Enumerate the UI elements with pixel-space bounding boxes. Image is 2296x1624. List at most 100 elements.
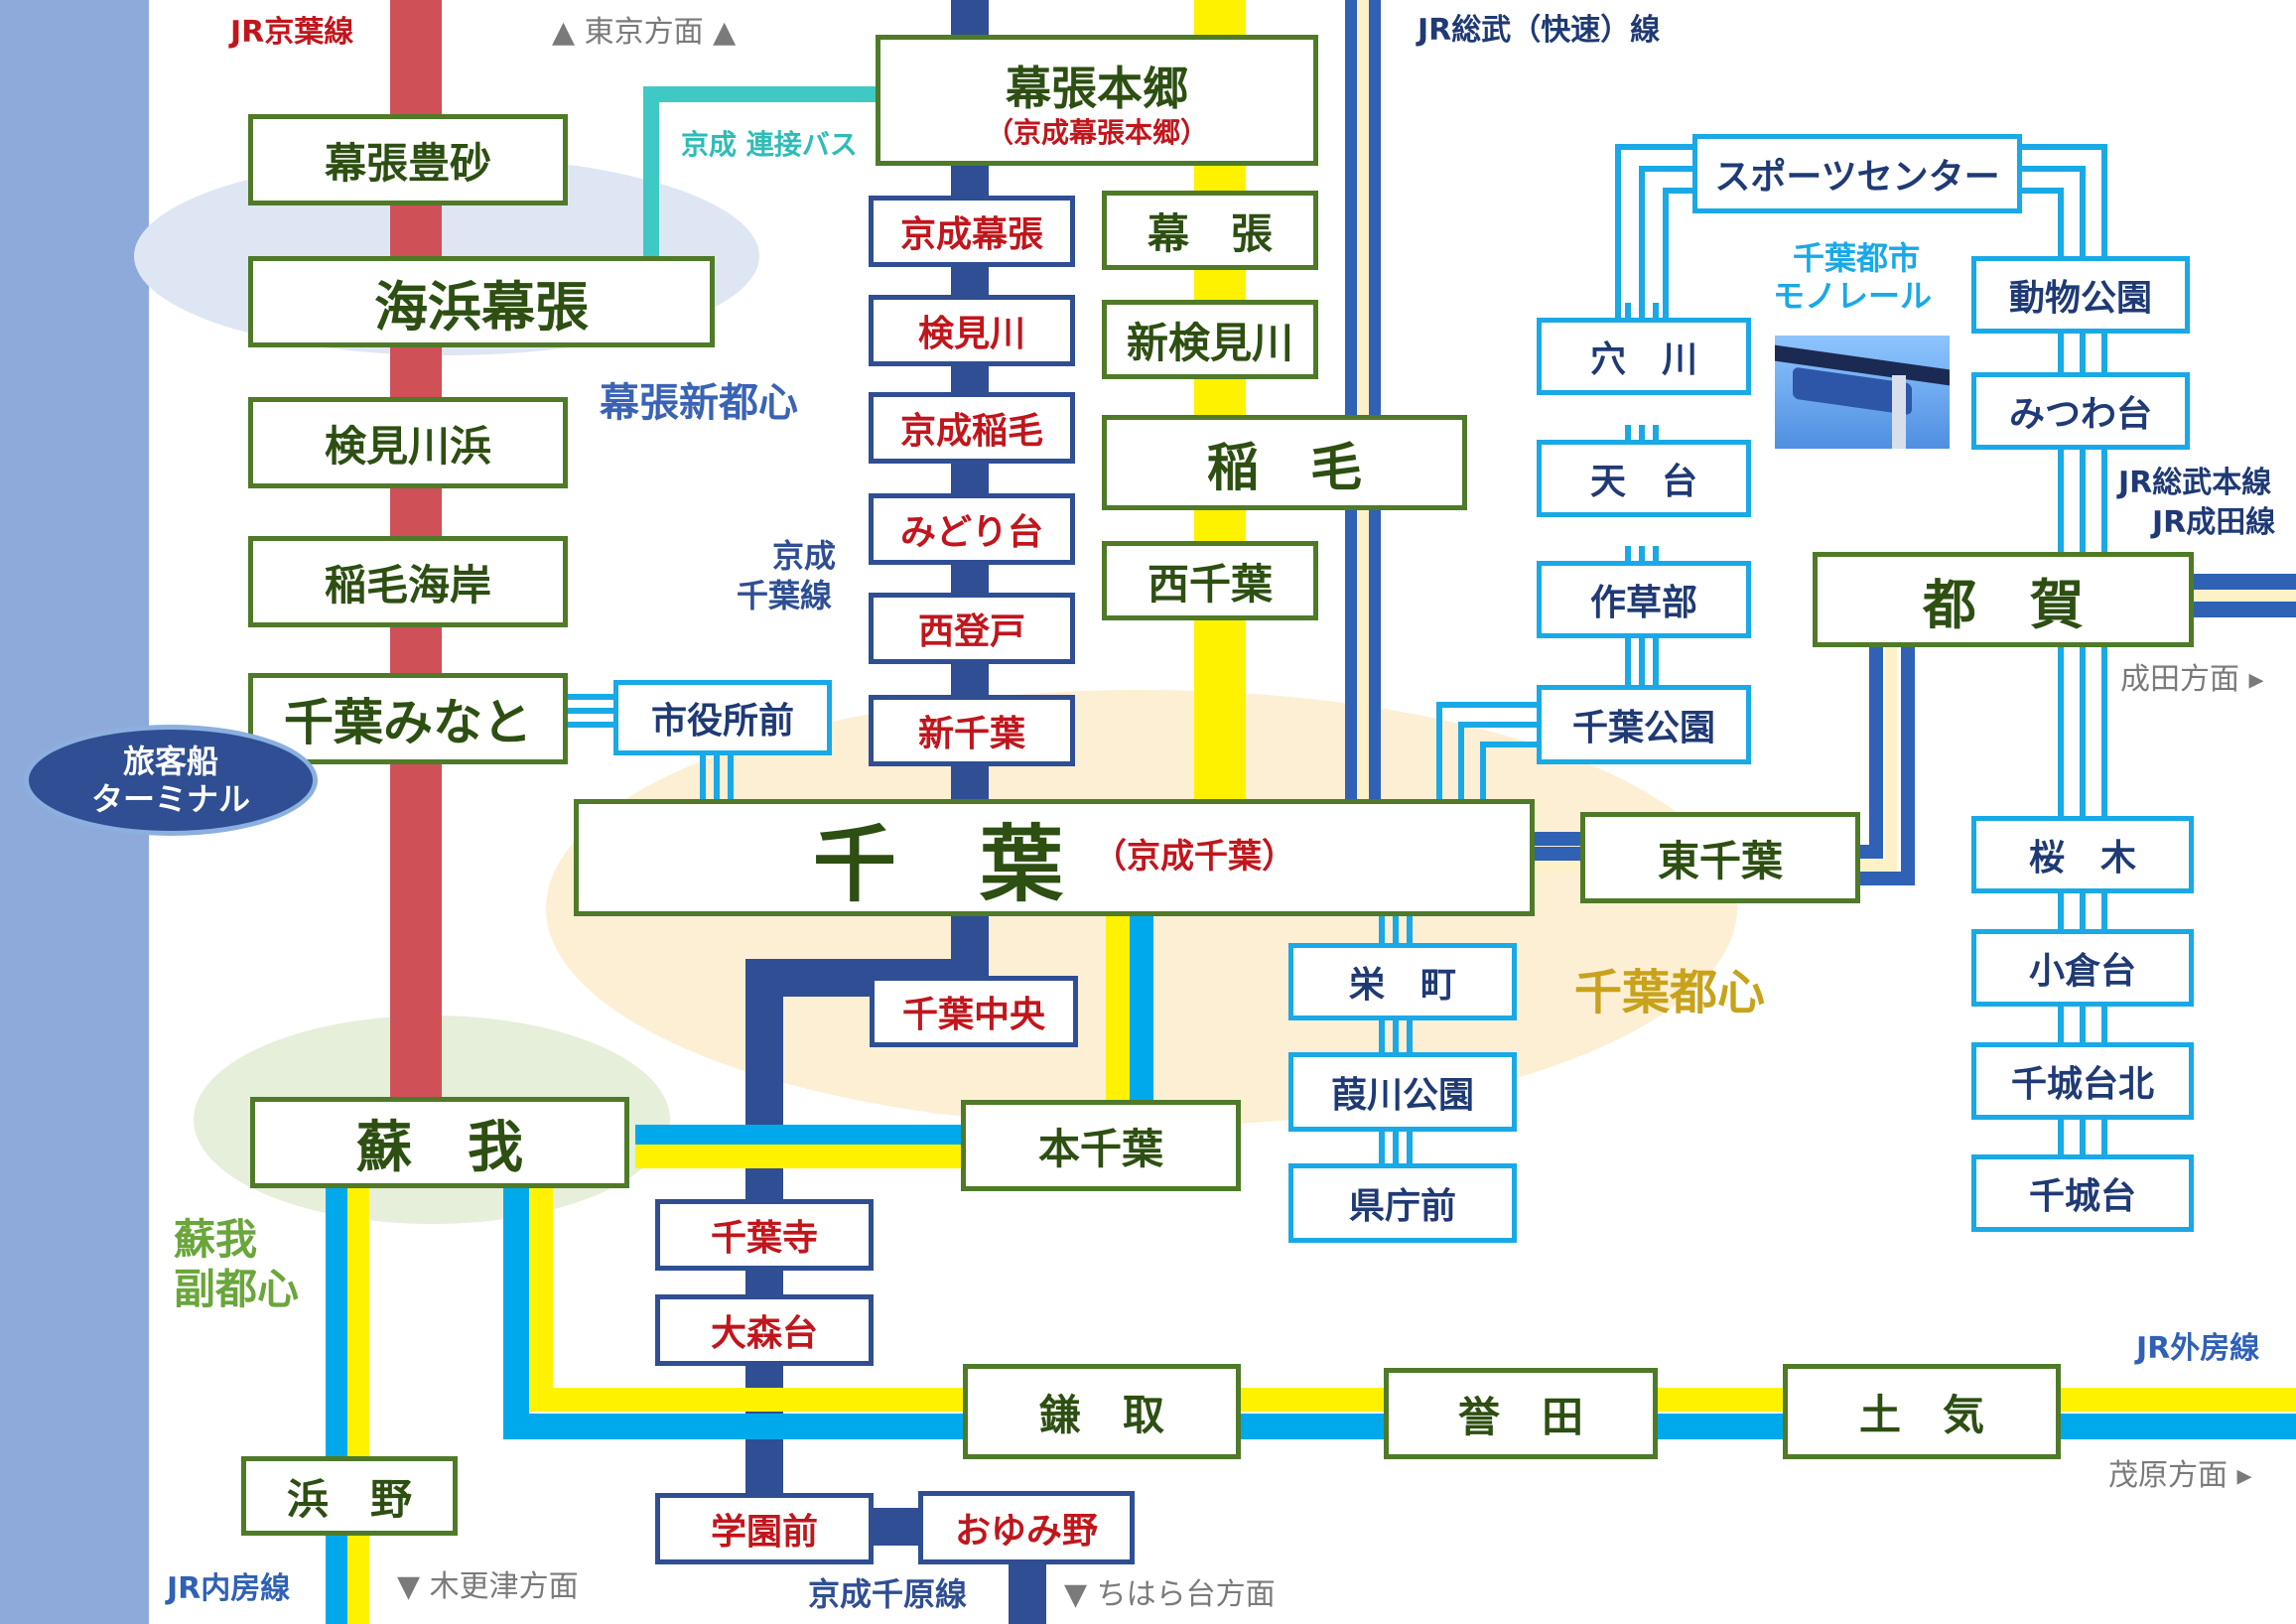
station-tsuga-name: 都 賀	[1923, 573, 2084, 636]
ferry-terminal[interactable]: 旅客船 ターミナル	[24, 725, 318, 836]
station-tendai[interactable]: 天 台	[1537, 440, 1751, 517]
station-keisei-makuhari-name: 京成幕張	[899, 214, 1043, 255]
station-chiba-keisei-name: （京成千葉）	[1093, 837, 1295, 878]
station-kemigawahama-name: 検見川浜	[324, 421, 491, 471]
station-shin-chiba-name: 新千葉	[917, 714, 1025, 754]
station-sports-center-name: スポーツセンター	[1714, 157, 2000, 198]
station-shin-kemigawa[interactable]: 新検見川	[1102, 300, 1318, 379]
station-kemigawa-name: 検見川	[917, 314, 1025, 354]
label-jr-sotobo: JR外房線	[2136, 1331, 2260, 1366]
station-kenchomae[interactable]: 県庁前	[1288, 1163, 1517, 1243]
station-sakuragi-name: 桜 木	[2028, 838, 2136, 879]
station-keisei-makuhari[interactable]: 京成幕張	[869, 196, 1075, 267]
station-shiyakushomae-name: 市役所前	[650, 701, 794, 742]
label-jr-sobu-rapid: JR総武（快速）線	[1418, 13, 1661, 48]
label-jr-sobu-main: JR総武本線	[2118, 466, 2272, 500]
station-nishi-chiba[interactable]: 西千葉	[1102, 541, 1318, 620]
station-sports-center[interactable]: スポーツセンター	[1692, 134, 2022, 213]
station-kemigawahama[interactable]: 検見川浜	[248, 397, 568, 488]
station-makuhari-hongo-name: 幕張本郷	[1006, 61, 1188, 115]
station-hon-chiba-name: 本千葉	[1037, 1124, 1163, 1173]
station-chiba-name: 千 葉	[812, 815, 1063, 913]
station-inage-kaigan-name: 稲毛海岸	[324, 560, 491, 609]
station-higashi-chiba[interactable]: 東千葉	[1580, 812, 1860, 903]
station-hon-chiba[interactable]: 本千葉	[961, 1100, 1241, 1191]
label-jr-narita: JR成田線	[2152, 505, 2276, 540]
station-inage-name: 稲 毛	[1206, 438, 1362, 498]
station-chiba[interactable]: 千 葉 （京成千葉）	[574, 799, 1535, 916]
station-oguradai-name: 小倉台	[2028, 951, 2136, 992]
station-yoshikawa-koen[interactable]: 葭川公園	[1288, 1052, 1517, 1132]
station-dobutsu-koen[interactable]: 動物公園	[1971, 256, 2190, 334]
station-chishirodai[interactable]: 千城台	[1971, 1154, 2194, 1232]
area-chiba-toshin: 千葉都心	[1574, 965, 1766, 1020]
station-tsuga[interactable]: 都 賀	[1813, 552, 2194, 647]
station-kamatori-name: 鎌 取	[1038, 1390, 1164, 1439]
station-hamano[interactable]: 浜 野	[241, 1456, 458, 1536]
keisei-bus-line	[643, 86, 883, 263]
station-chiba-minato-name: 千葉みなと	[284, 694, 532, 751]
label-jr-uchibo: JR内房線	[167, 1571, 291, 1606]
station-toke[interactable]: 土 気	[1783, 1364, 2061, 1459]
area-makuhari-shintoshin: 幕張新都心	[600, 380, 798, 426]
station-anagawa-name: 穴 川	[1589, 339, 1697, 380]
station-toke-name: 土 気	[1858, 1390, 1984, 1439]
station-makuhari[interactable]: 幕 張	[1102, 191, 1318, 270]
station-tendai-name: 天 台	[1589, 462, 1697, 502]
station-mitsuwadai[interactable]: みつわ台	[1971, 372, 2190, 450]
direction-tokyo: ▲ 東京方面 ▲	[552, 15, 737, 50]
station-chiba-koen[interactable]: 千葉公園	[1537, 685, 1751, 764]
station-oyumino[interactable]: おゆみ野	[918, 1491, 1135, 1564]
label-monorail-1: 千葉都市	[1793, 239, 1921, 277]
station-nishinoboto-name: 西登戸	[917, 611, 1025, 652]
station-sakaecho[interactable]: 栄 町	[1288, 943, 1517, 1020]
station-anagawa[interactable]: 穴 川	[1537, 318, 1751, 395]
jr-sobu-rapid-line	[1345, 0, 1381, 802]
station-nishi-chiba-name: 西千葉	[1147, 559, 1273, 609]
station-chiba-minato[interactable]: 千葉みなと	[248, 673, 568, 764]
station-keisei-inage[interactable]: 京成稲毛	[869, 392, 1075, 464]
station-midoridai-name: みどり台	[899, 512, 1043, 553]
station-soga[interactable]: 蘇 我	[250, 1097, 629, 1188]
label-keisei-chiba-line-1: 京成	[772, 537, 837, 575]
station-keisei-inage-name: 京成稲毛	[899, 411, 1043, 452]
station-dobutsu-koen-name: 動物公園	[2008, 278, 2152, 319]
station-nishinoboto[interactable]: 西登戸	[869, 593, 1075, 664]
station-omoridai-name: 大森台	[710, 1313, 818, 1354]
station-sakaecho-name: 栄 町	[1348, 965, 1456, 1006]
station-shin-chiba[interactable]: 新千葉	[869, 695, 1075, 766]
station-chibadera[interactable]: 千葉寺	[655, 1199, 874, 1271]
ferry-terminal-line-1: 旅客船	[122, 742, 218, 780]
station-gakuenmae-name: 学園前	[710, 1512, 818, 1553]
station-sakuragi[interactable]: 桜 木	[1971, 816, 2194, 893]
station-kamatori[interactable]: 鎌 取	[963, 1364, 1241, 1459]
station-omoridai[interactable]: 大森台	[655, 1294, 874, 1366]
station-chishirodai-kita[interactable]: 千城台北	[1971, 1042, 2194, 1120]
station-honda[interactable]: 誉 田	[1384, 1368, 1658, 1459]
station-makuhari-hongo[interactable]: 幕張本郷 （京成幕張本郷）	[876, 35, 1318, 166]
station-kenchomae-name: 県庁前	[1348, 1186, 1456, 1227]
direction-mobara: 茂原方面 ▸	[2108, 1458, 2252, 1493]
station-oguradai[interactable]: 小倉台	[1971, 929, 2194, 1007]
station-makuhari-toyosuna[interactable]: 幕張豊砂	[248, 114, 568, 205]
station-gakuenmae[interactable]: 学園前	[655, 1493, 874, 1564]
station-inage-kaigan[interactable]: 稲毛海岸	[248, 536, 568, 627]
station-chiba-chuo[interactable]: 千葉中央	[870, 976, 1078, 1047]
station-honda-name: 誉 田	[1457, 1392, 1583, 1441]
label-keisei-bus: 京成 連接バス	[681, 128, 858, 161]
station-midoridai[interactable]: みどり台	[869, 493, 1075, 565]
station-kaihin-makuhari-name: 海浜幕張	[374, 275, 589, 338]
station-chishirodai-name: 千城台	[2028, 1176, 2136, 1217]
label-monorail-2: モノレール	[1773, 277, 1933, 315]
station-shiyakushomae[interactable]: 市役所前	[613, 680, 832, 755]
station-kaihin-makuhari[interactable]: 海浜幕張	[248, 256, 715, 347]
station-sakusabe[interactable]: 作草部	[1537, 561, 1751, 638]
station-inage[interactable]: 稲 毛	[1102, 415, 1467, 510]
direction-narita: 成田方面 ▸	[2120, 662, 2264, 697]
ferry-terminal-line-2: ターミナル	[90, 780, 250, 818]
area-soga-1: 蘇我	[174, 1215, 258, 1264]
station-kemigawa[interactable]: 検見川	[869, 295, 1075, 366]
station-makuhari-name: 幕 張	[1147, 208, 1273, 258]
label-keisei-chihara: 京成千原線	[808, 1575, 968, 1613]
